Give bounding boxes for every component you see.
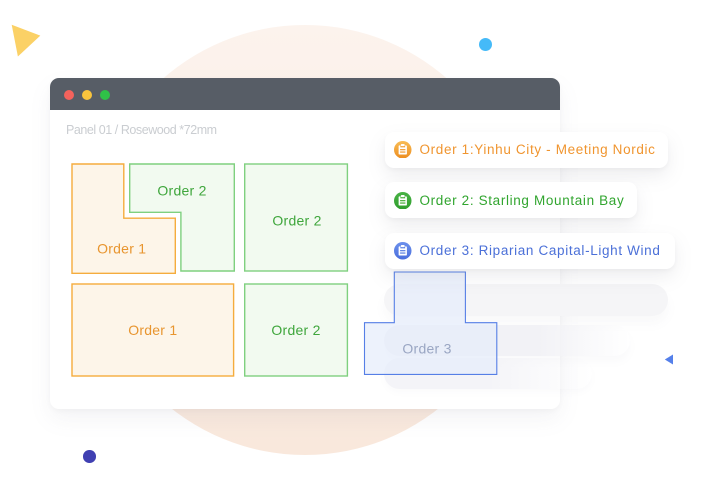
svg-text:Order 2: Order 2 [157, 183, 206, 199]
svg-text:Order 2: Order 2 [272, 212, 321, 228]
svg-text:Order 1: Order 1 [97, 240, 146, 256]
svg-text:Order 3: Order 3 [402, 341, 451, 357]
svg-text:Order 1: Order 1 [128, 322, 177, 338]
svg-text:Order 2: Order 2 [271, 322, 320, 338]
